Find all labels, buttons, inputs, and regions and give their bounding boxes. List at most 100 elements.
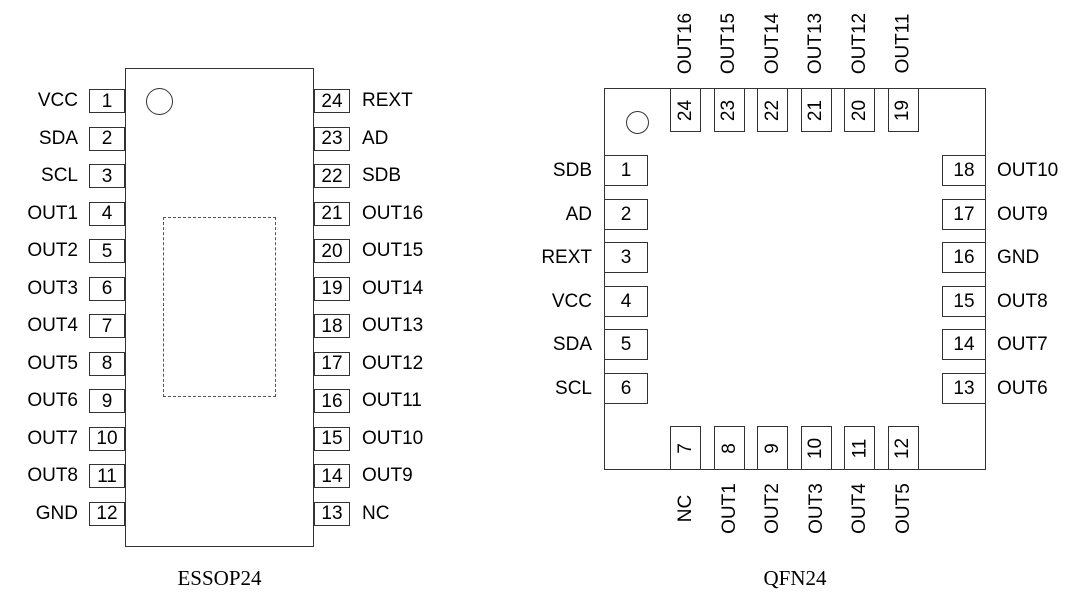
essop-pin-number: 7 <box>89 314 125 338</box>
essop-pin-number: 16 <box>314 389 350 413</box>
essop-pin-label: OUT1 <box>27 202 78 224</box>
qfn-pin-label: OUT12 <box>849 12 870 74</box>
qfn-pin-label: REXT <box>541 247 592 268</box>
essop-pin-number: 22 <box>314 164 350 188</box>
qfn-pin-box: 20 <box>844 88 875 132</box>
qfn-pin-number: 1 <box>604 155 648 186</box>
essop-pin-label: OUT12 <box>362 352 424 374</box>
essop-pin-number: 10 <box>89 426 125 451</box>
qfn-pin-label-wrap: OUT5 <box>888 476 919 540</box>
qfn-pin-number: 15 <box>942 285 986 317</box>
qfn-pin-label-wrap: OUT13 <box>801 4 832 82</box>
essop-pin-number: 13 <box>314 501 350 526</box>
essop-body <box>125 68 314 547</box>
essop-pin-label: OUT8 <box>27 465 78 486</box>
qfn-pin-number: 13 <box>942 372 986 404</box>
qfn-pin-box: 23 <box>713 88 745 132</box>
qfn-pin-label: OUT5 <box>892 482 914 534</box>
qfn-pin-box: 7 <box>670 426 701 470</box>
qfn-pin-number: 12 <box>892 437 914 459</box>
qfn-pin-label: VCC <box>551 290 592 312</box>
essop-pin-label: NC <box>362 502 390 524</box>
qfn-pin-label: OUT6 <box>997 377 1048 399</box>
qfn-pin-label: SDA <box>552 334 592 355</box>
qfn-pin-number: 21 <box>805 99 827 121</box>
essop-pin-number: 1 <box>89 89 125 113</box>
qfn-pin-number: 4 <box>604 285 648 317</box>
qfn-pin-label-wrap: OUT14 <box>757 4 788 82</box>
qfn-pin-number: 14 <box>942 329 986 360</box>
qfn-pin-number: 8 <box>718 442 740 454</box>
essop-pin-label: AD <box>362 127 389 149</box>
essop-pin-label: OUT5 <box>27 352 78 374</box>
essop-pin-number: 9 <box>89 389 125 413</box>
qfn-pin-number: 19 <box>892 99 914 121</box>
essop-pin-number: 19 <box>314 276 350 301</box>
qfn-pin-box: 10 <box>800 426 832 470</box>
essop-pin-number: 14 <box>314 464 350 488</box>
essop-pin-number: 20 <box>314 239 350 263</box>
qfn-pin-number: 18 <box>942 155 986 186</box>
essop-pin-label: OUT6 <box>27 390 78 411</box>
qfn-pin-number: 10 <box>805 437 827 459</box>
qfn-pin-label-wrap: OUT3 <box>801 476 832 540</box>
qfn-pin-number: 3 <box>604 242 648 273</box>
qfn-pin-box: 8 <box>713 426 745 470</box>
qfn-pin-number: 22 <box>761 99 783 121</box>
qfn-pin-label-wrap: OUT4 <box>844 476 875 540</box>
essop-pin-number: 5 <box>89 239 125 263</box>
essop-pin-label: SDB <box>362 165 402 186</box>
qfn-pin-box: 24 <box>670 88 701 132</box>
essop-pin-label: OUT14 <box>362 277 424 299</box>
qfn-pin-label: OUT4 <box>849 482 870 534</box>
essop-pin-label: OUT9 <box>362 465 413 486</box>
essop-pin-label: OUT11 <box>362 390 422 411</box>
qfn-pin-number: 9 <box>761 442 783 454</box>
essop-pin-label: OUT4 <box>27 315 78 336</box>
qfn-pin-label: AD <box>565 203 592 225</box>
qfn-pin-number: 2 <box>604 198 648 230</box>
essop-pin-number: 6 <box>89 276 125 301</box>
qfn-pin-box: 9 <box>757 426 788 470</box>
essop-pin-label: GND <box>35 502 78 524</box>
qfn-pin-label: OUT13 <box>805 12 827 74</box>
essop-pin-number: 18 <box>314 314 350 338</box>
qfn-pin-label-wrap: OUT1 <box>714 476 745 540</box>
qfn-pin-number: 5 <box>604 329 648 360</box>
essop-pin-label: SCL <box>41 165 78 186</box>
qfn-pin-box: 11 <box>844 426 875 470</box>
qfn-body <box>604 88 986 470</box>
qfn-pin-label: OUT7 <box>997 334 1048 355</box>
qfn-pin-number: 24 <box>674 99 696 121</box>
essop-pin-label: OUT10 <box>362 427 424 449</box>
essop-pin-label: OUT15 <box>362 240 424 261</box>
qfn-pin-label-wrap: OUT11 <box>888 4 919 82</box>
essop-pin-label: OUT2 <box>27 240 78 261</box>
pin1-marker-icon <box>626 111 649 134</box>
qfn-pin-number: 7 <box>674 442 696 454</box>
essop-pin-label: OUT13 <box>362 315 424 336</box>
qfn-pin-label: OUT1 <box>718 482 740 534</box>
essop-pin-number: 17 <box>314 351 350 376</box>
exposed-pad <box>163 217 276 397</box>
qfn-pin-label-wrap: OUT15 <box>714 4 745 82</box>
qfn-pin-label: OUT2 <box>762 482 783 534</box>
qfn-pin-box: 12 <box>887 426 919 470</box>
qfn-pin-label: OUT10 <box>997 160 1059 181</box>
pin1-marker-icon <box>146 88 173 115</box>
qfn-pin-number: 11 <box>848 438 870 458</box>
qfn-pin-box: 21 <box>800 88 832 132</box>
essop-pin-number: 24 <box>314 89 350 113</box>
essop-pin-number: 12 <box>89 501 125 526</box>
essop-pin-number: 15 <box>314 426 350 451</box>
qfn-pin-label: OUT11 <box>892 13 914 73</box>
essop-pin-label: VCC <box>37 90 78 111</box>
qfn-pin-label-wrap: OUT12 <box>844 4 875 82</box>
qfn-pin-label: OUT15 <box>718 12 740 74</box>
qfn-pin-label: OUT3 <box>805 482 827 534</box>
qfn-pin-label: OUT16 <box>675 12 696 74</box>
qfn-pin-number: 17 <box>942 198 986 230</box>
qfn-pin-number: 23 <box>718 99 740 121</box>
qfn-pin-number: 16 <box>942 242 986 273</box>
essop-caption: ESSOP24 <box>177 566 262 590</box>
